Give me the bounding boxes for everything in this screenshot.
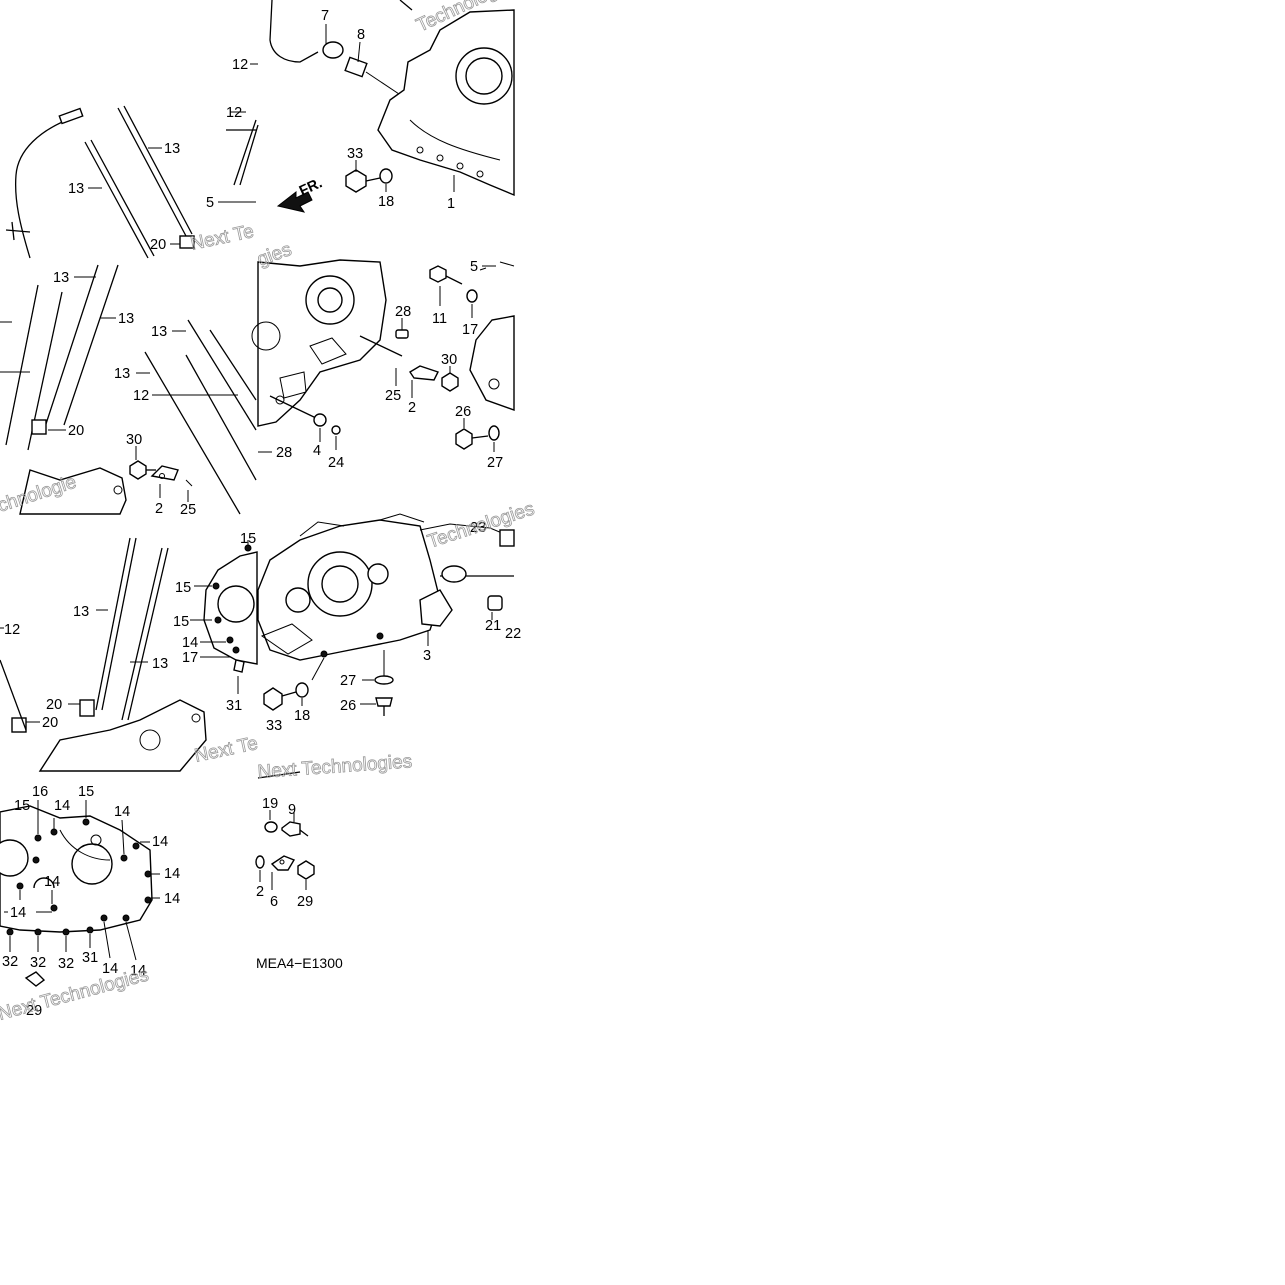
callout-33: 33 — [266, 718, 282, 734]
front-arrow-label: FR. — [297, 175, 325, 199]
callout-25: 25 — [180, 502, 196, 518]
callout-33: 33 — [347, 146, 363, 162]
callout-26: 26 — [455, 404, 471, 420]
callout-14-b: 14 — [114, 804, 130, 820]
tile-4-left: 16 15 15 14 14 14 14 14 14 14 32 32 32 3… — [0, 784, 180, 1025]
callout-6: 6 — [270, 894, 278, 910]
callout-32-b: 32 — [30, 955, 46, 971]
callout-2: 2 — [155, 501, 163, 517]
callout-14-d: 14 — [164, 866, 180, 882]
tile-2-right: 11 17 5 28 30 25 2 26 27 4 24 28 gies — [251, 239, 515, 471]
callout-8: 8 — [357, 27, 365, 43]
callout-13-upper: 13 — [164, 141, 180, 157]
callout-15-c: 15 — [173, 614, 189, 630]
tile-1-left: 13 13 12 12 5 20 Next Te — [5, 57, 259, 259]
callout-5: 5 — [470, 259, 478, 275]
callout-21: 21 — [485, 618, 501, 634]
callout-18: 18 — [294, 708, 310, 724]
callout-3: 3 — [423, 648, 431, 664]
callout-20-a: 20 — [46, 697, 62, 713]
callout-27: 27 — [487, 455, 503, 471]
callout-13-b: 13 — [152, 656, 168, 672]
callout-12: 12 — [133, 388, 149, 404]
tile-1-right: 7 8 33 18 1 FR. Technologies — [269, 0, 523, 213]
callout-1: 1 — [447, 196, 455, 212]
tile-3-right: 23 21 22 3 27 26 33 18 Technologies — [257, 498, 537, 734]
callout-14: 14 — [182, 635, 198, 651]
callout-15-b: 15 — [78, 784, 94, 800]
callout-12: 12 — [4, 622, 20, 638]
callout-30: 30 — [441, 352, 457, 368]
watermark: Next Technologies — [257, 751, 413, 783]
callout-25: 25 — [385, 388, 401, 404]
callout-28-a: 28 — [395, 304, 411, 320]
callout-11: 11 — [432, 311, 447, 327]
callout-27: 27 — [340, 673, 356, 689]
callout-13-a: 13 — [73, 604, 89, 620]
callout-20-b: 20 — [42, 715, 58, 731]
callout-7: 7 — [321, 8, 329, 24]
callout-23: 23 — [470, 520, 486, 536]
watermark: Next Technologies — [0, 964, 151, 1024]
callout-14-h: 14 — [102, 961, 118, 977]
callout-14-e: 14 — [164, 891, 180, 907]
callout-5: 5 — [206, 195, 214, 211]
callout-32-c: 32 — [58, 956, 74, 972]
callout-13-d: 13 — [114, 366, 130, 382]
watermark: Next Te — [189, 221, 256, 255]
callout-24: 24 — [328, 455, 344, 471]
callout-13-a: 13 — [53, 270, 69, 286]
callout-13-lower: 13 — [68, 181, 84, 197]
callout-31: 31 — [82, 950, 98, 966]
callout-15-a: 15 — [240, 531, 256, 547]
tile-3-left: 15 15 15 14 17 13 13 12 20 20 31 Next Te — [0, 531, 260, 772]
callout-20: 20 — [68, 423, 84, 439]
callout-17: 17 — [462, 322, 478, 338]
callout-19: 19 — [262, 796, 278, 812]
callout-17: 17 — [182, 650, 198, 666]
callout-31: 31 — [226, 698, 242, 714]
callout-29-b: 29 — [297, 894, 313, 910]
callout-13-c: 13 — [151, 324, 167, 340]
callout-26: 26 — [340, 698, 356, 714]
tile-4-right: 19 9 2 6 29 MEA4−E1300 Next Technologies — [255, 751, 413, 971]
callout-29-a: 29 — [26, 1003, 42, 1019]
callout-2: 2 — [256, 884, 264, 900]
callout-32-a: 32 — [2, 954, 18, 970]
callout-9: 9 — [288, 802, 296, 818]
callout-14-f: 14 — [44, 874, 60, 890]
callout-2: 2 — [408, 400, 416, 416]
callout-14-c: 14 — [152, 834, 168, 850]
tile-2-left: 13 13 13 13 12 20 30 2 25 chnologie — [0, 264, 257, 518]
callout-18: 18 — [378, 194, 394, 210]
callout-15-b: 15 — [175, 580, 191, 596]
callout-12-a: 12 — [232, 57, 248, 73]
callout-30: 30 — [126, 432, 142, 448]
callout-28-b: 28 — [276, 445, 292, 461]
callout-20: 20 — [150, 237, 166, 253]
callout-14-g: 14 — [10, 905, 26, 921]
callout-16: 16 — [32, 784, 48, 800]
diagram-code: MEA4−E1300 — [256, 955, 343, 971]
callout-14-a: 14 — [54, 798, 70, 814]
callout-4: 4 — [313, 443, 321, 459]
callout-22: 22 — [505, 626, 521, 642]
callout-13-b: 13 — [118, 311, 134, 327]
callout-12-b: 12 — [226, 105, 242, 121]
bolt-heads — [6, 818, 152, 936]
callout-15-a: 15 — [14, 798, 30, 814]
callout-14-i: 14 — [130, 963, 146, 979]
